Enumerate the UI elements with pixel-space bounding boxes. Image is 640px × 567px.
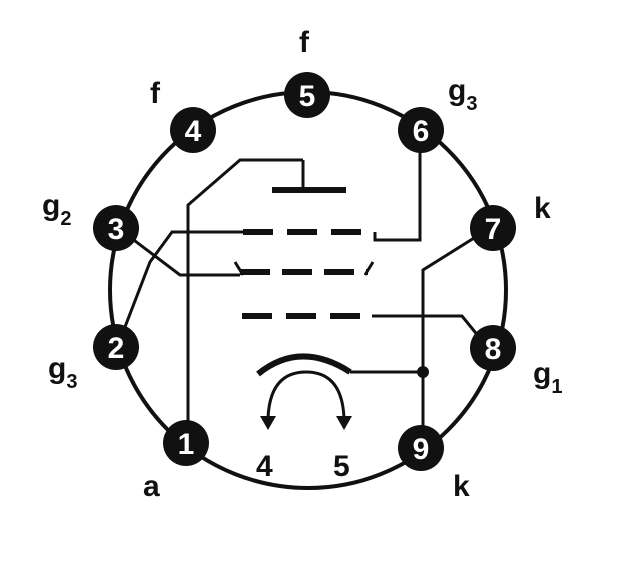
- pin-8: 8: [470, 325, 516, 371]
- svg-text:5: 5: [299, 80, 316, 113]
- pin-1-label: a: [143, 470, 160, 503]
- cathode: [256, 226, 491, 450]
- screen-grid-g2: [117, 226, 375, 277]
- pin-7-label: k: [534, 192, 551, 225]
- pin-5-label: f: [299, 26, 310, 59]
- suppressor-grid-g3: [116, 128, 422, 346]
- pin-3-label: g2: [42, 189, 71, 230]
- heater-filament: [260, 370, 352, 430]
- anode-plate: [186, 158, 346, 440]
- arrow-left-icon: [260, 416, 276, 430]
- pin-1: 1: [163, 420, 209, 466]
- svg-text:2: 2: [108, 332, 125, 365]
- heater-label-left: 4: [256, 450, 273, 483]
- svg-text:8: 8: [485, 333, 502, 366]
- pin-6-label: g3: [448, 74, 477, 115]
- arrow-right-icon: [336, 416, 352, 430]
- pin-9-label: k: [453, 470, 470, 503]
- control-grid-g1: [242, 313, 490, 349]
- pin-2-label: g3: [48, 352, 77, 393]
- pin-6: 6: [398, 107, 444, 153]
- pin-4-label: f: [150, 77, 161, 110]
- svg-text:1: 1: [178, 428, 195, 461]
- svg-text:3: 3: [108, 213, 125, 246]
- svg-text:6: 6: [413, 115, 430, 148]
- pin-2: 2: [93, 324, 139, 370]
- svg-text:9: 9: [413, 433, 430, 466]
- svg-text:4: 4: [185, 115, 202, 148]
- heater-label-right: 5: [333, 450, 350, 483]
- pin-9: 9: [398, 425, 444, 471]
- pin-3: 3: [93, 205, 139, 251]
- pin-7: 7: [470, 205, 516, 251]
- svg-text:7: 7: [485, 213, 502, 246]
- pin-4: 4: [170, 107, 216, 153]
- pin-5: 5: [284, 72, 330, 118]
- pin-8-label: g1: [533, 357, 562, 398]
